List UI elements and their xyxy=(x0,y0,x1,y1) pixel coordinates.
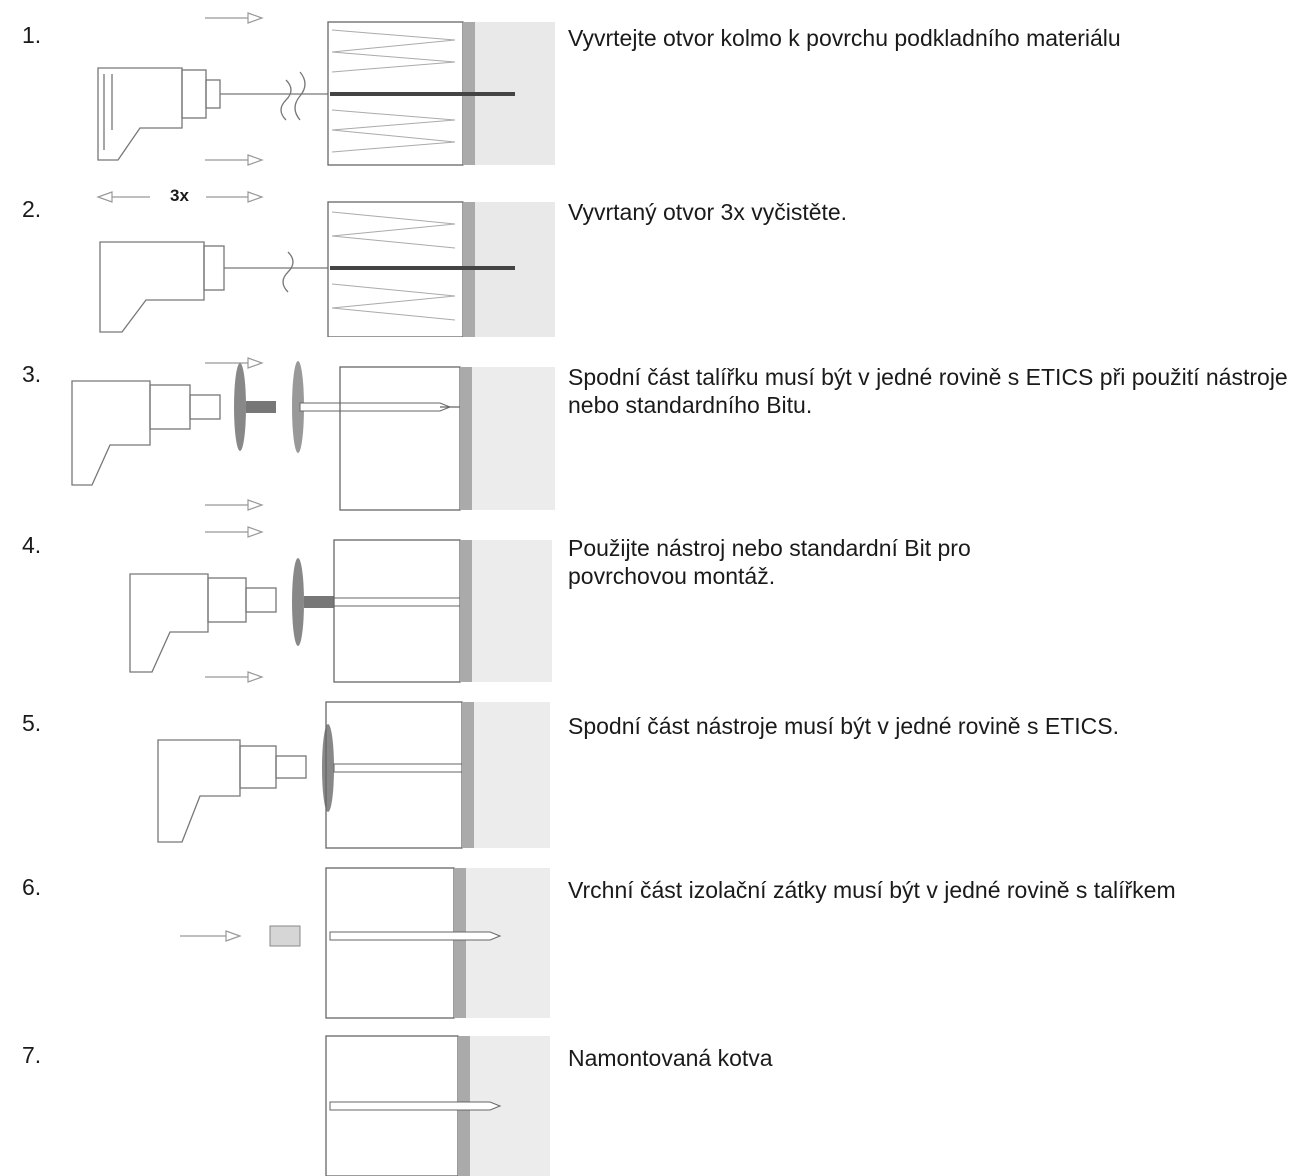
step-text: Vrchní část izolační zátky musí být v je… xyxy=(568,877,1176,903)
step-number: 5. xyxy=(22,710,42,736)
step-1: 1. Vyvrtejte otvor kolmo k povrchu podkl… xyxy=(0,0,1297,170)
insulation-wall-icon xyxy=(325,701,550,849)
arrow-icon xyxy=(205,526,264,683)
step-3-illustration xyxy=(71,357,555,511)
anchor-icon xyxy=(292,558,512,646)
drill-icon xyxy=(129,573,277,673)
drill-icon xyxy=(99,241,330,333)
drill-icon xyxy=(97,67,330,161)
step-number: 6. xyxy=(22,874,42,900)
step-number: 3. xyxy=(22,361,42,387)
step-7: 7. Namontovaná kotva xyxy=(0,1034,1297,1176)
anchor-icon xyxy=(322,724,508,812)
insulation-wall-icon xyxy=(327,201,555,337)
step-4-illustration xyxy=(129,526,552,683)
step-text: Spodní část talířku musí být v jedné rov… xyxy=(568,364,1288,418)
anchor-icon xyxy=(329,1101,502,1111)
anchor-icon xyxy=(234,361,515,453)
arrow-icon xyxy=(205,357,264,511)
step-2-illustration xyxy=(96,191,555,337)
arrow-icon xyxy=(205,12,264,24)
insulation-wall-icon xyxy=(339,366,555,511)
step-3: 3. Spodní část talířku musí být v jedné … xyxy=(0,345,1297,515)
step-text: Vyvrtejte otvor kolmo k povrchu podkladn… xyxy=(568,25,1121,51)
step-7-illustration xyxy=(325,1035,550,1176)
step-text: Vyvrtaný otvor 3x vyčistěte. xyxy=(568,199,848,225)
arrow-icon xyxy=(180,930,242,942)
arrow-icon xyxy=(96,191,264,203)
drill-icon xyxy=(71,380,221,486)
step-number: 4. xyxy=(22,532,42,558)
arrow-icon xyxy=(205,154,264,166)
repeat-label: 3x xyxy=(170,186,189,205)
step-text: Použijte nástroj nebo standardní Bit pro… xyxy=(568,535,971,589)
step-text: Spodní část nástroje musí být v jedné ro… xyxy=(568,713,1119,739)
step-5: 5. Spodní část nástroje musí být v jedné… xyxy=(0,696,1297,856)
step-6-illustration xyxy=(180,867,550,1019)
step-6: 6. Vrchní část izolační zátky musí být v… xyxy=(0,866,1297,1026)
insulation-wall-icon xyxy=(327,21,555,166)
insulation-wall-icon xyxy=(333,539,552,683)
step-text: Namontovaná kotva xyxy=(568,1045,773,1071)
step-1-illustration xyxy=(97,12,555,166)
step-number: 2. xyxy=(22,196,42,222)
step-2: 2. 3x Vyvrtaný otvor 3x vyčistěte. xyxy=(0,172,1297,337)
step-4: 4. Použijte nástroj nebo standardní Bit … xyxy=(0,522,1297,687)
insulation-plug-icon xyxy=(269,925,301,947)
drill-icon xyxy=(157,739,307,843)
anchor-icon xyxy=(329,931,502,941)
step-5-illustration xyxy=(157,701,550,849)
step-number: 1. xyxy=(22,22,42,48)
insulation-wall-icon xyxy=(325,867,550,1019)
step-number: 7. xyxy=(22,1042,42,1068)
